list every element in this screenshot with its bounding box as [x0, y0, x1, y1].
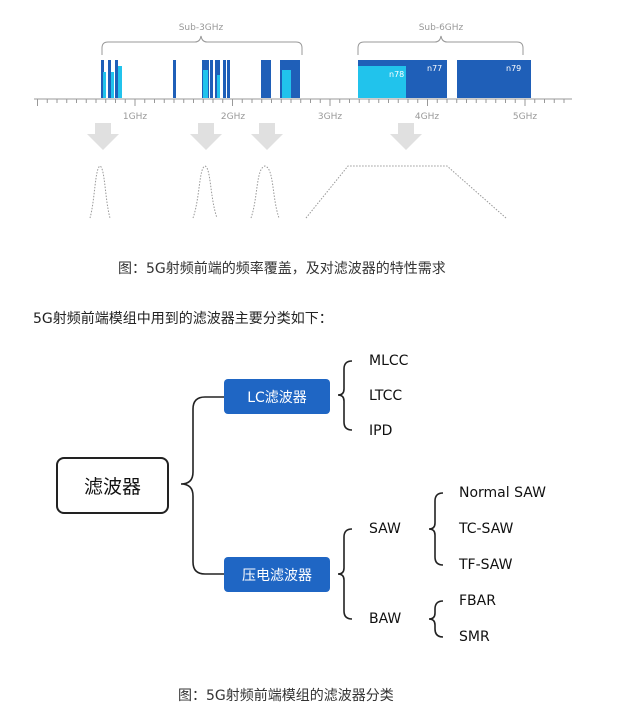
piezo-filter-node: 压电滤波器: [224, 557, 330, 592]
figure-caption-classification: 图：5G射频前端模组的滤波器分类: [178, 688, 394, 704]
band-bar: [101, 60, 104, 98]
down-arrow-icon: [251, 123, 283, 150]
sub3-bracket: [101, 35, 303, 55]
tick-label-4ghz: 4GHz: [415, 112, 439, 122]
root-node-label: 滤波器: [83, 476, 141, 498]
band-n79: [457, 60, 531, 98]
band-bar: [261, 60, 271, 98]
intro-paragraph: 5G射频前端模组中用到的滤波器主要分类如下：: [33, 311, 333, 327]
spectrum-diagram: Sub-3GHz Sub-6GHz n78 n77 n79 1GHz 2GHz …: [34, 23, 572, 219]
tick-label-5ghz: 5GHz: [513, 112, 537, 122]
figure-caption-spectrum: 图：5G射频前端的频率覆盖，及对滤波器的特性需求: [118, 261, 446, 277]
axis-ticks: [37, 99, 565, 106]
band-n79-label: n79: [506, 64, 521, 73]
lc-filter-node: LC滤波器: [224, 379, 330, 414]
tick-label-3ghz: 3GHz: [318, 112, 342, 122]
tick-label-1ghz: 1GHz: [123, 112, 147, 122]
sub6-bracket: [357, 35, 524, 55]
leaf-fbar: FBAR: [459, 593, 496, 609]
down-arrow-icon: [190, 123, 222, 150]
saw-node: SAW: [369, 521, 401, 537]
sub6-label: Sub-6GHz: [419, 23, 464, 33]
band-bar: [227, 60, 230, 98]
tree-connectors: [180, 360, 444, 638]
leaf-normal-saw: Normal SAW: [459, 485, 546, 501]
band-bar: [103, 72, 106, 98]
band-bar: [108, 60, 111, 98]
band-bar: [217, 75, 220, 98]
band-n77-label: n77: [427, 64, 442, 73]
leaf-mlcc: MLCC: [369, 353, 409, 369]
leaf-ltcc: LTCC: [369, 388, 403, 404]
leaf-tc-saw: TC-SAW: [459, 521, 514, 537]
root-node: 滤波器: [56, 457, 169, 514]
lc-brace: [337, 360, 353, 431]
band-bar: [111, 72, 114, 98]
sub3-label: Sub-3GHz: [179, 23, 224, 33]
piezo-filter-label: 压电滤波器: [242, 567, 312, 584]
leaf-smr: SMR: [459, 629, 490, 645]
piezo-brace: [337, 528, 353, 620]
band-bar: [118, 66, 122, 98]
filter-response-curve: [89, 165, 111, 219]
band-bar: [115, 60, 118, 98]
baw-node: BAW: [369, 611, 402, 627]
band-n78: [358, 66, 406, 98]
band-bar: [173, 60, 176, 98]
leaf-ipd: IPD: [369, 423, 393, 439]
down-arrow-icon: [390, 123, 422, 150]
saw-brace: [428, 492, 444, 566]
band-n78-label: n78: [389, 70, 404, 79]
band-bar: [282, 70, 291, 98]
band-bar: [223, 60, 226, 98]
band-bar: [203, 70, 208, 98]
leaf-tf-saw: TF-SAW: [459, 557, 513, 573]
down-arrow-icon: [87, 123, 119, 150]
baw-brace: [428, 600, 444, 638]
root-brace: [180, 396, 225, 575]
filter-response-curve: [250, 165, 280, 219]
lc-filter-label: LC滤波器: [247, 389, 307, 406]
band-bar: [210, 60, 213, 98]
filter-response-curve: [192, 165, 218, 219]
tick-label-2ghz: 2GHz: [221, 112, 245, 122]
filter-response-curve: [305, 165, 507, 219]
sub3-bands: [101, 60, 300, 98]
